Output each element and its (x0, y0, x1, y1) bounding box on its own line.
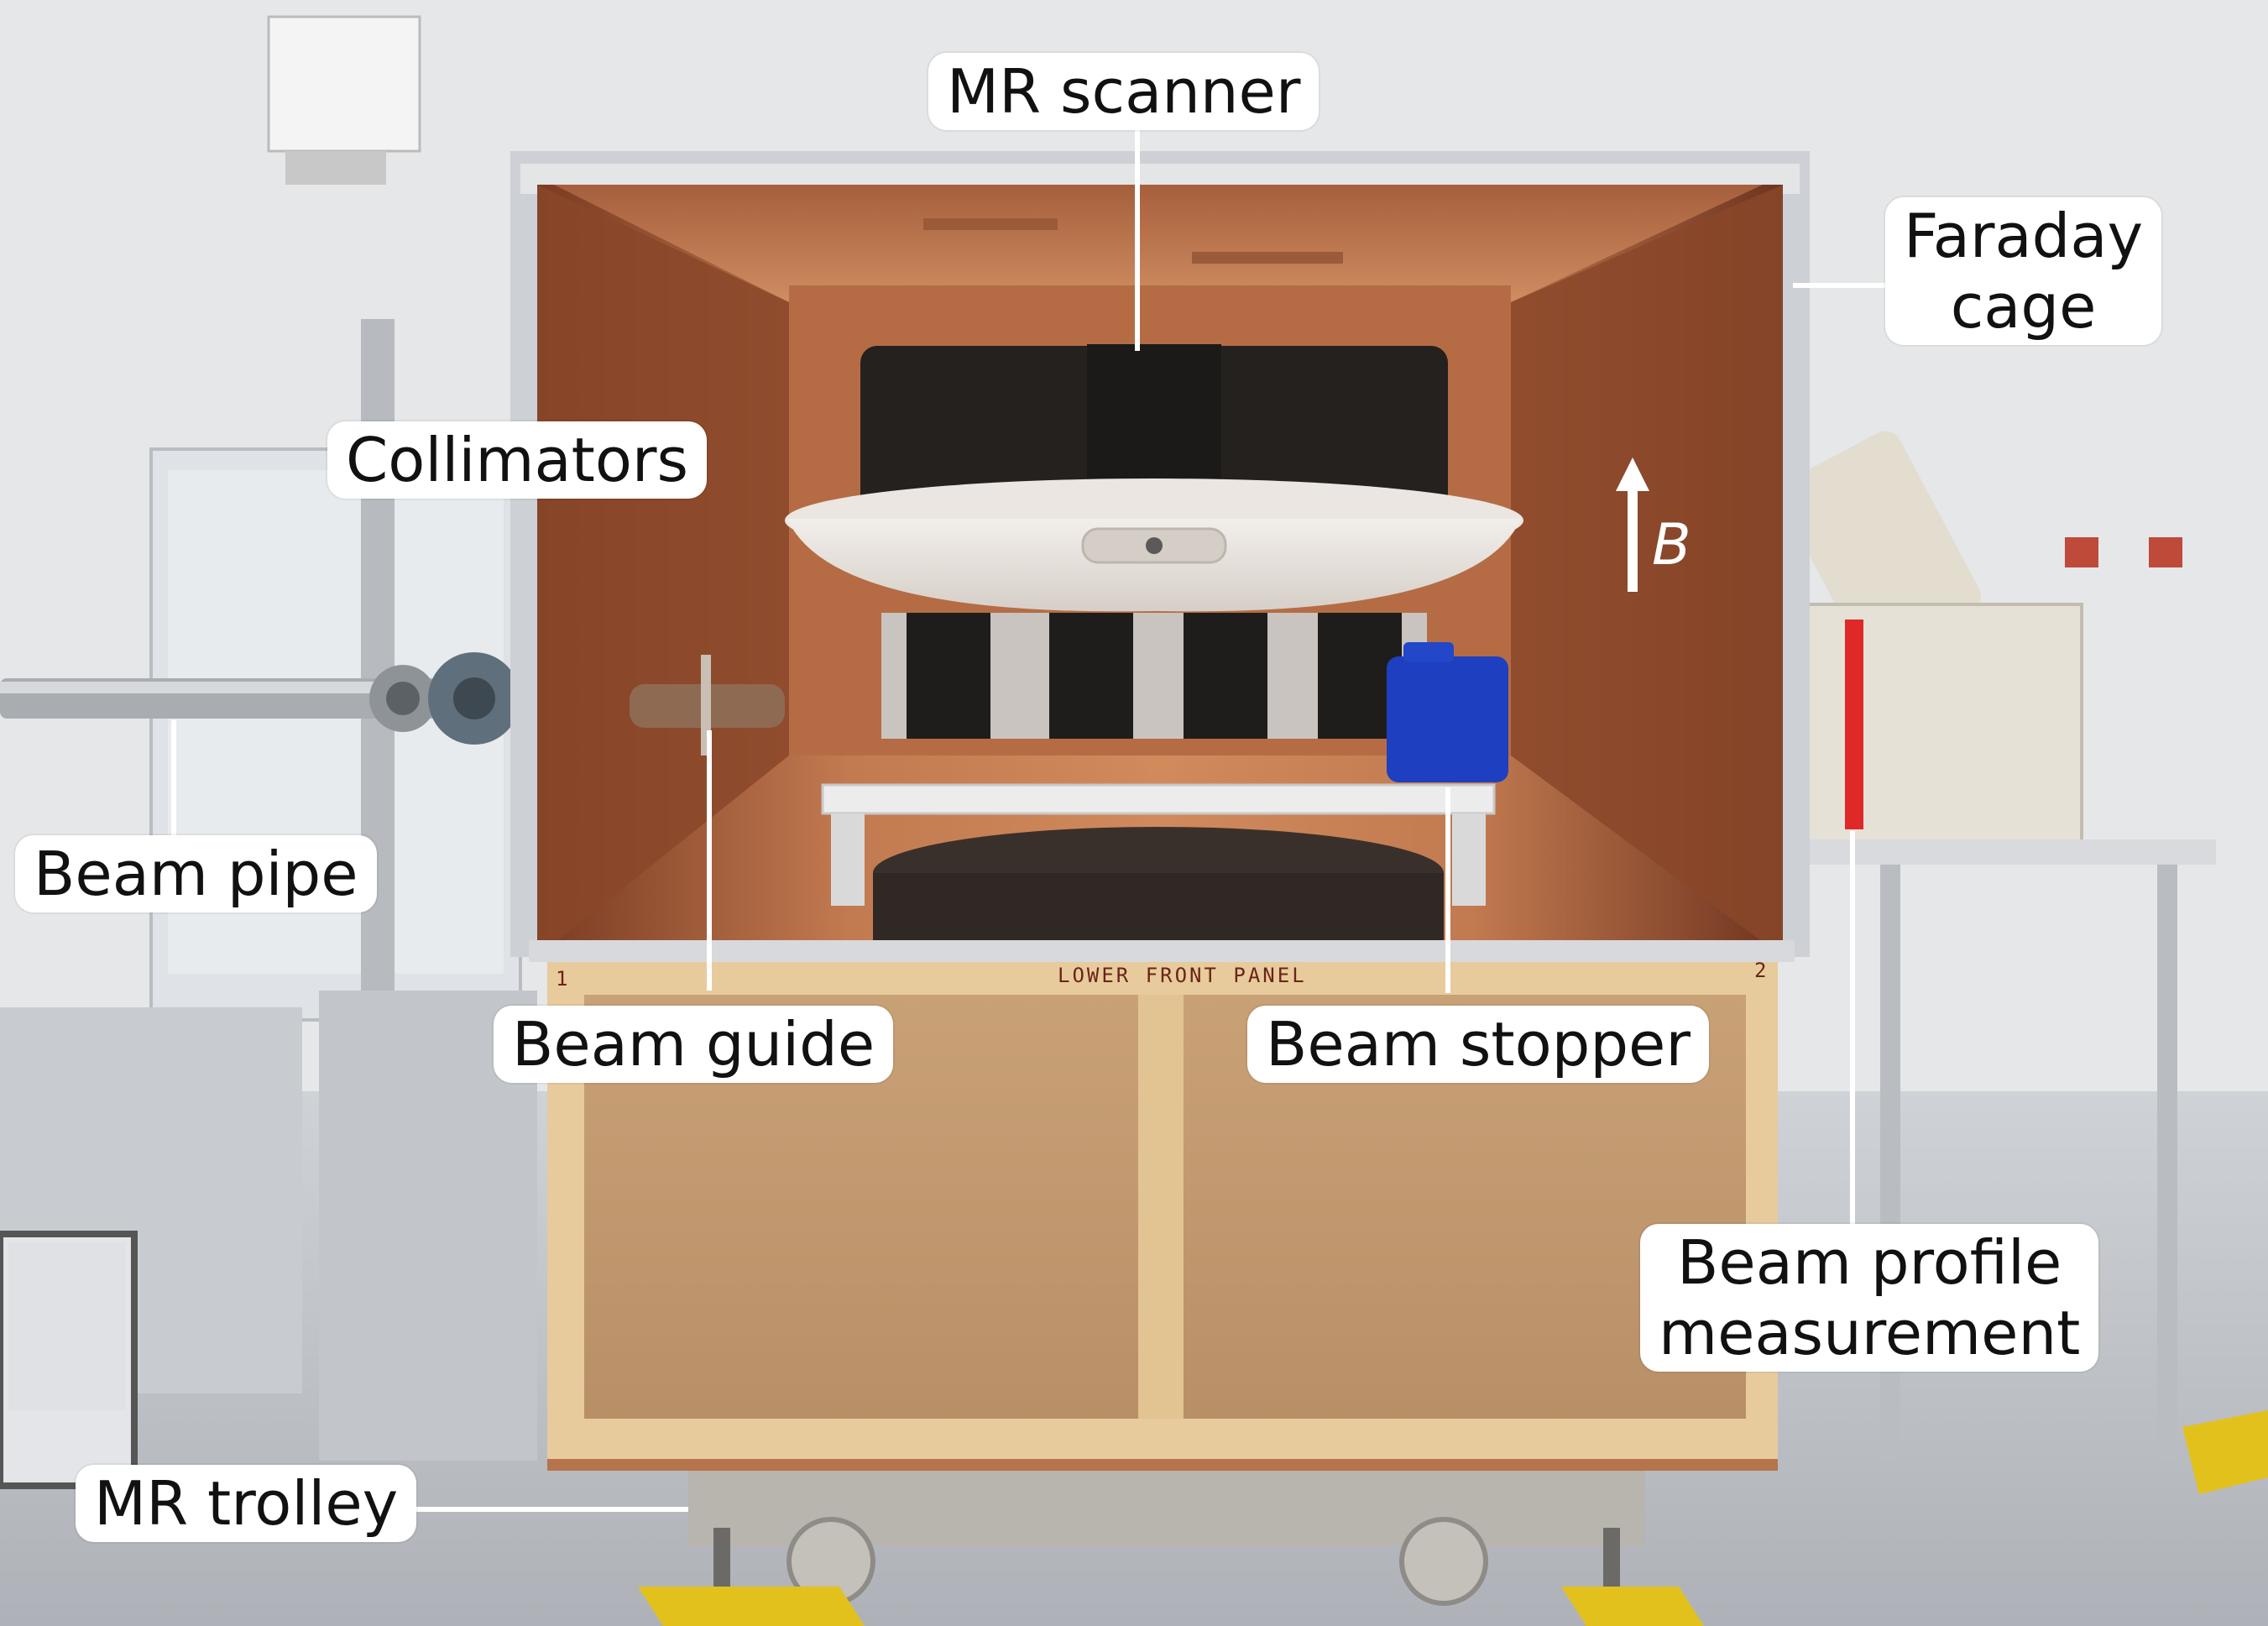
beam-profile-pointer (1850, 831, 1855, 1224)
faraday-cage-line-1: Faraday (1904, 201, 2144, 271)
beam-guide-label: Beam guide (494, 1006, 894, 1083)
beam-pipe-pointer (171, 720, 176, 846)
mr-trolley-label: MR trolley (76, 1465, 417, 1542)
beam-profile-line-2: measurement (1659, 1298, 2081, 1368)
b-field-label: B (1652, 512, 1691, 578)
panel-title: LOWER FRONT PANEL (1058, 964, 1307, 987)
faraday-cage-label: Faraday cage (1885, 197, 2162, 345)
beam-profile-line-1: Beam profile (1677, 1227, 2062, 1298)
panel-mark-right: 2 (1754, 959, 1769, 982)
beam-stopper-pointer (1445, 787, 1450, 993)
beam-pipe-label: Beam pipe (15, 835, 377, 912)
mr-scanner-label: MR scanner (928, 53, 1320, 130)
faraday-cage-line-2: cage (1950, 271, 2097, 342)
mr-trolley-pointer (395, 1507, 688, 1512)
beam-profile-label: Beam profile measurement (1640, 1224, 2099, 1372)
mr-scanner-pointer (1135, 124, 1140, 351)
beam-stopper-label: Beam stopper (1247, 1006, 1709, 1083)
beam-guide-pointer (707, 730, 712, 991)
panel-mark-left: 1 (556, 967, 571, 991)
collimators-label: Collimators (327, 421, 707, 499)
faraday-cage-pointer (1793, 283, 1907, 288)
